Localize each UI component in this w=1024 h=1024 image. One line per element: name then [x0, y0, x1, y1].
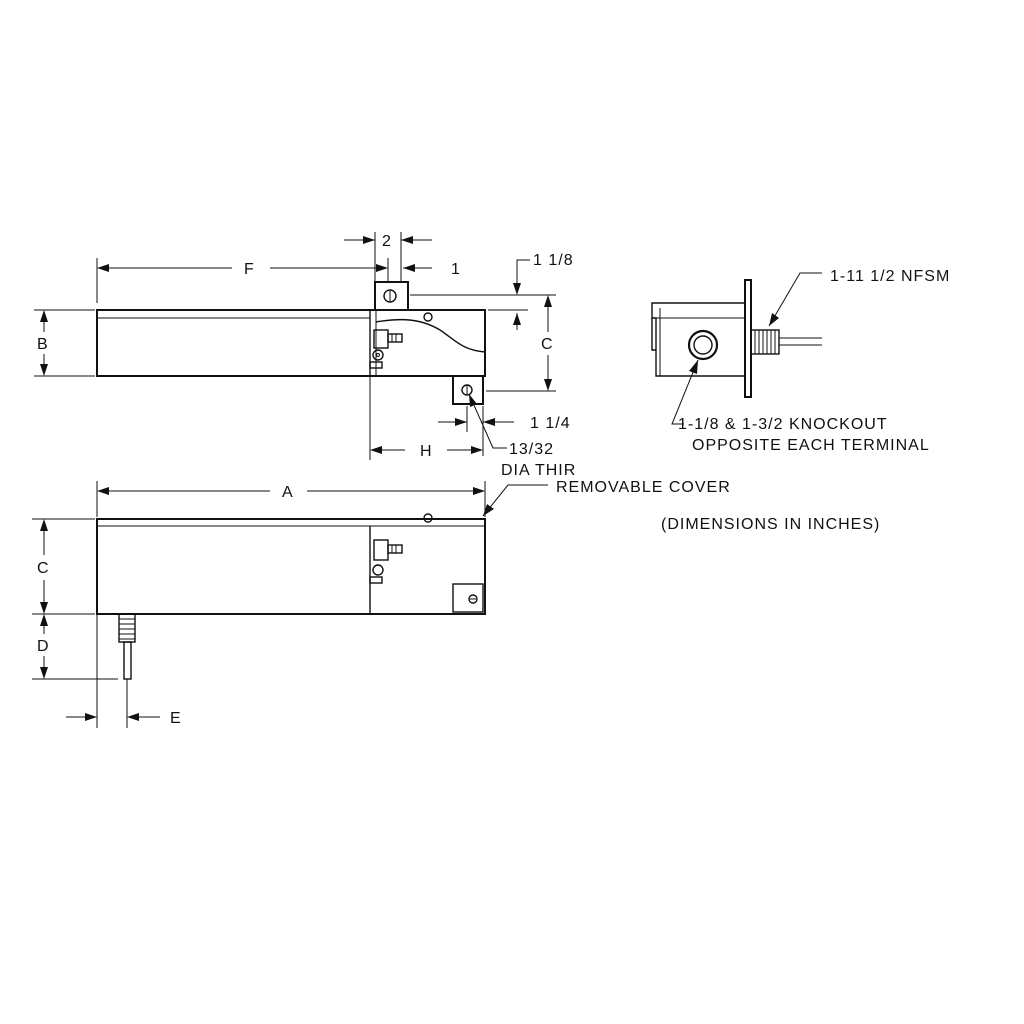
dim-f-label: F	[244, 261, 255, 278]
units-note: (DIMENSIONS IN INCHES)	[661, 516, 880, 533]
nfsm-label: 1-11 1/2 NFSM	[830, 268, 950, 285]
cover-curve	[375, 318, 486, 353]
upper-mounting-tab	[374, 281, 409, 311]
dim-1-1-8-label: 1 1/8	[533, 252, 574, 269]
top-view: F 2 1 1 1/8 B C	[34, 232, 576, 479]
threaded-fitting	[750, 329, 822, 355]
dim-c-bottom-label: C	[37, 560, 50, 577]
terminal-clamp-front	[369, 539, 403, 584]
dia-thir-label: DIA THIR	[501, 462, 576, 479]
dim-h-label: H	[420, 443, 433, 460]
dim-2-label: 2	[382, 233, 392, 250]
knockout-hole	[687, 329, 719, 361]
dim-1-label: 1	[451, 261, 461, 278]
dim-c-top-label: C	[541, 336, 554, 353]
dim-b-label: B	[37, 336, 49, 353]
front-view-housing	[96, 518, 486, 615]
terminal-clamp-top	[369, 329, 403, 369]
knockout-label-1: 1-1/8 & 1-3/2 KNOCKOUT	[678, 416, 888, 433]
dim-d-label: D	[37, 638, 50, 655]
dim-e-label: E	[170, 710, 182, 727]
threaded-stud	[118, 613, 136, 680]
dim-a-label: A	[282, 484, 294, 501]
side-view: 1-11 1/2 NFSM 1-1/8 & 1-3/2 KNOCKOUT OPP…	[651, 268, 950, 454]
dim-1-1-4-label: 1 1/4	[530, 415, 571, 432]
dim-13-32-label: 13/32	[509, 441, 554, 458]
removable-cover-label: REMOVABLE COVER	[556, 479, 731, 496]
front-view: A REMOVABLE COVER C D E	[32, 479, 731, 728]
knockout-label-2: OPPOSITE EACH TERMINAL	[692, 437, 930, 454]
top-view-housing	[96, 309, 486, 377]
lower-mounting-tab	[452, 375, 484, 405]
